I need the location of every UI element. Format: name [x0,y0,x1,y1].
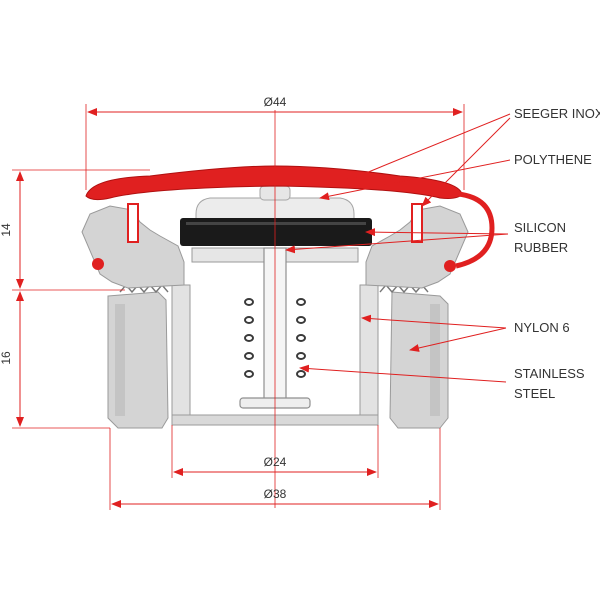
leader-silicon-1 [365,228,509,237]
dim-upper-label: 14 [0,223,13,237]
label-steel-2: STEEL [514,386,555,401]
tether-end-left [92,258,104,270]
shade-left [115,304,125,416]
shade-right [430,304,440,416]
leader-lines [285,113,511,383]
dim-lower-label: 16 [0,351,13,365]
label-nylon: NYLON 6 [514,320,570,335]
silicon-seal-highlight [186,222,366,225]
tether-end-right [444,260,456,272]
label-steel-1: STAINLESS [514,366,585,381]
dim-bottom-label: Ø38 [264,487,287,501]
leader-silicon-2 [285,233,509,254]
leader-nylon-1 [361,314,507,329]
inner-wall-right [359,284,379,424]
label-polythene: POLYTHENE [514,152,592,167]
label-seeger: SEEGER INOX [514,106,600,121]
leader-steel [299,364,507,383]
polythene-tether [455,191,495,269]
label-silicon-1: SILICON [514,220,566,235]
dimensions: Ø44 Ø24 Ø38 14 16 [0,95,465,510]
seeger-clip-left [127,203,139,243]
leader-polythene [319,159,511,201]
material-labels: SEEGER INOX POLYTHENE SILICON RUBBER NYL… [514,106,600,401]
leader-seeger-2 [421,117,511,207]
seeger-clip-right [411,203,423,243]
dim-top-label: Ø44 [264,95,287,109]
leader-nylon-2 [409,327,507,352]
dim-inner-label: Ø24 [264,455,287,469]
upper-body-right [365,205,469,289]
inner-wall-left [171,284,191,424]
polythene-cap [85,165,495,272]
upper-body-left [81,205,185,289]
leader-seeger-1 [343,113,511,183]
label-silicon-2: RUBBER [514,240,568,255]
